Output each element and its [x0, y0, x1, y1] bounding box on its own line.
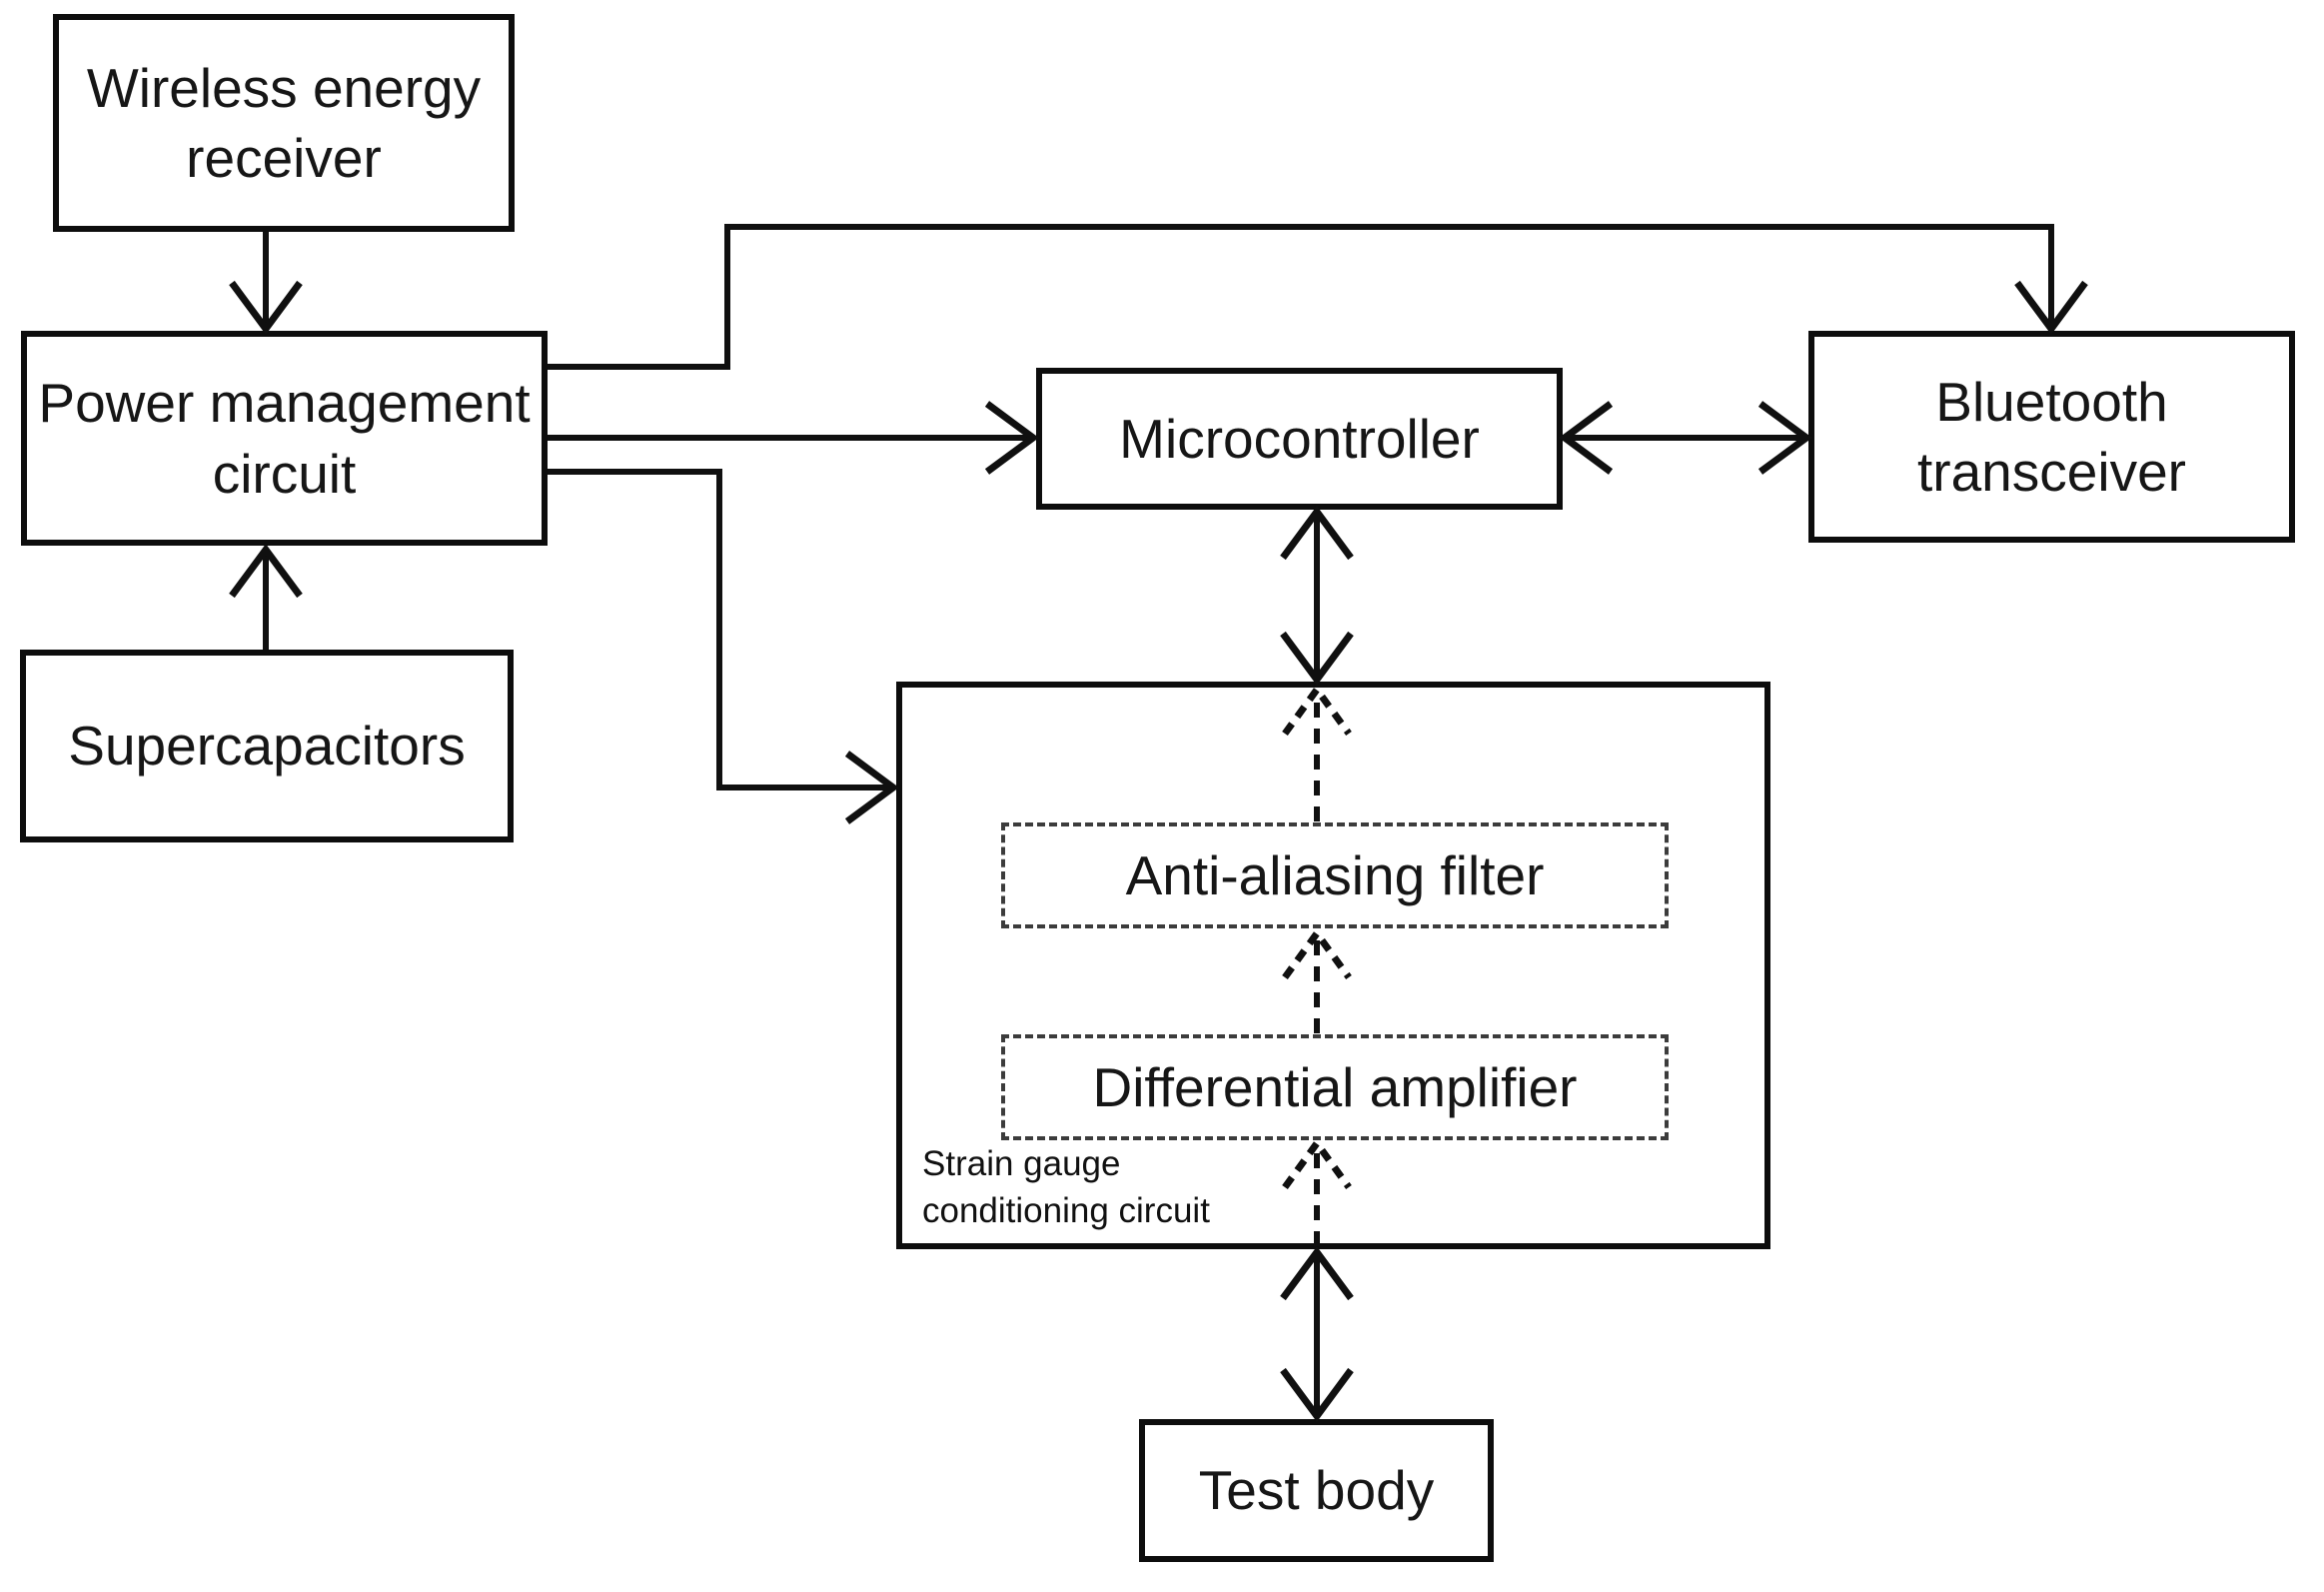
group-strain-gauge-conditioning-circuit: Strain gauge conditioning circuit	[896, 682, 1770, 1249]
node-differential-amplifier: Differential amplifier	[1001, 1034, 1669, 1140]
edge-microcontroller-strain-circuit	[1280, 506, 1354, 686]
group-label: Strain gauge conditioning circuit	[922, 1144, 1210, 1231]
node-test-body: Test body	[1139, 1419, 1494, 1562]
node-microcontroller: Microcontroller	[1036, 368, 1563, 510]
edge-wireless-to-power	[229, 232, 303, 335]
node-bluetooth-transceiver: Bluetooth transceiver	[1808, 331, 2295, 543]
edge-microcontroller-bluetooth	[1559, 401, 1812, 475]
edge-power-to-strain-circuit	[548, 469, 899, 824]
edge-strain-circuit-test-body	[1280, 1246, 1354, 1422]
node-label: Microcontroller	[1119, 407, 1480, 470]
node-label: Differential amplifier	[1092, 1056, 1578, 1118]
node-wireless-energy-receiver: Wireless energy receiver	[53, 14, 515, 232]
edge-supercapacitors-to-power	[229, 544, 303, 650]
node-label: Test body	[1198, 1459, 1435, 1522]
node-label: Bluetooth transceiver	[1917, 370, 2186, 503]
edge-power-to-microcontroller	[548, 401, 1039, 475]
node-label: Wireless energy receiver	[86, 56, 482, 189]
node-supercapacitors: Supercapacitors	[20, 650, 514, 842]
node-anti-aliasing-filter: Anti-aliasing filter	[1001, 822, 1669, 928]
node-label: Supercapacitors	[68, 715, 466, 778]
node-label: Power management circuit	[38, 372, 531, 505]
node-label: Anti-aliasing filter	[1125, 844, 1545, 906]
node-power-management-circuit: Power management circuit	[21, 331, 548, 546]
